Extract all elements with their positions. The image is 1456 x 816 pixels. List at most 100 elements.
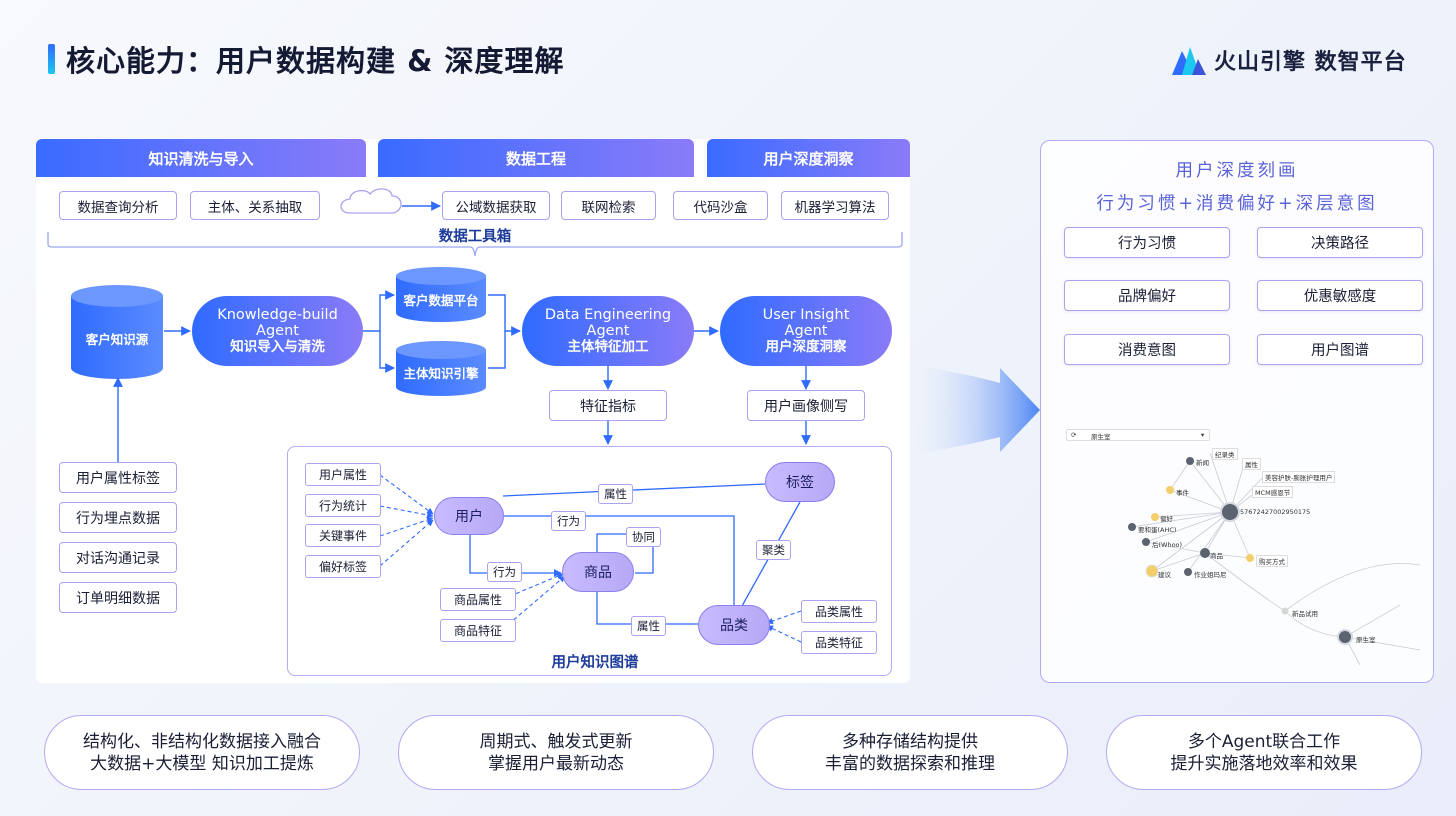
product-attr-property: 商品属性 [440, 588, 516, 611]
title-accent-bar [48, 44, 55, 74]
brand-logo: 火山引擎 数智平台 [1172, 44, 1407, 76]
product-attr-feature: 商品特征 [440, 619, 516, 642]
brand-name: 火山引擎 数智平台 [1214, 50, 1407, 75]
edge-label-behavior: 行为 [551, 511, 586, 531]
feature-storage-structures: 多种存储结构提供 丰富的数据探索和推理 [752, 715, 1068, 790]
insight-title: 用户深度刻画 [1175, 161, 1299, 181]
tool-ml-algorithm: 机器学习算法 [781, 191, 889, 220]
mini-graph-label: 属性 [1242, 458, 1261, 470]
agent-data-engineering: Data Engineering Agent 主体特征加工 [522, 296, 694, 366]
agent-desc: 主体特征加工 [567, 339, 649, 355]
trait-brand-preference: 品牌偏好 [1064, 280, 1230, 311]
mini-graph-label: 偏好 [1160, 515, 1173, 523]
database-icon [71, 285, 163, 379]
mini-graph-label: 购买方式 [1256, 555, 1288, 567]
category-attr-property: 品类属性 [801, 600, 877, 623]
feature-line: 提升实施落地效率和效果 [1170, 753, 1358, 774]
source-db-label: 客户知识源 [85, 332, 149, 347]
tool-code-sandbox: 代码沙盒 [673, 191, 768, 220]
refresh-icon: ⟳ [1071, 431, 1077, 439]
user-graph-visualization [1128, 452, 1421, 666]
feature-periodic-update: 周期式、触发式更新 掌握用户最新动态 [398, 715, 714, 790]
trait-coupon-sensitivity: 优惠敏感度 [1257, 280, 1423, 311]
store-cdp-label: 客户数据平台 [403, 293, 479, 308]
tool-public-data: 公域数据获取 [442, 191, 550, 220]
trait-user-graph: 用户图谱 [1257, 334, 1423, 365]
agent-suffix: Agent [784, 323, 828, 339]
tool-web-search: 联网检索 [561, 191, 656, 220]
feature-line: 大数据+大模型 知识加工提炼 [90, 753, 314, 774]
source-item-attributes: 用户属性标签 [59, 462, 177, 493]
edge-label-behavior: 行为 [487, 562, 522, 582]
cloud-icon [340, 188, 402, 214]
insight-subtitle: 行为习惯+消费偏好+深层意图 [1096, 194, 1378, 214]
graph-node-user: 用户 [434, 497, 504, 535]
database-icon [396, 341, 486, 396]
knowledge-graph-title: 用户知识图谱 [551, 655, 639, 671]
mini-graph-label: 美容护肤-膨胀护理用户 [1262, 471, 1336, 483]
mini-graph-label: 事件 [1176, 489, 1189, 497]
section-data-engineering: 数据工程 [378, 139, 694, 177]
edge-label-attribute: 属性 [631, 616, 666, 636]
edge-label-cluster: 聚类 [756, 540, 791, 560]
output-feature-metrics: 特征指标 [549, 390, 667, 421]
mini-graph-label: 建议 [1158, 571, 1171, 579]
agent-suffix: Agent [256, 323, 299, 339]
agent-name: Knowledge-build [217, 307, 338, 323]
trait-behavior-habit: 行为习惯 [1064, 227, 1230, 258]
user-attr-behavior-stats: 行为统计 [305, 494, 381, 517]
feature-line: 丰富的数据探索和推理 [825, 753, 995, 774]
feature-line: 掌握用户最新动态 [488, 753, 624, 774]
flow-arrow-icon [910, 365, 1040, 455]
store-knowledge-engine-label: 主体知识引擎 [403, 366, 479, 381]
page-title: 核心能力：用户数据构建 & 深度理解 [66, 44, 565, 78]
feature-line: 周期式、触发式更新 [479, 731, 633, 752]
user-attr-preference-tags: 偏好标签 [305, 555, 381, 578]
toolbox-label: 数据工具箱 [420, 225, 530, 246]
chevron-down-icon: ▾ [1201, 431, 1205, 439]
section-user-insight: 用户深度洞察 [707, 139, 910, 177]
search-value: 原生室 [1091, 433, 1111, 441]
graph-search-input[interactable]: ⟳ 原生室 ▾ [1066, 429, 1210, 441]
graph-node-tag: 标签 [765, 462, 835, 502]
source-item-orders: 订单明细数据 [59, 582, 177, 613]
mini-graph-label: 新闻 [1196, 459, 1209, 467]
agent-name: Data Engineering [544, 307, 672, 323]
mini-graph-label: 作业姐玛尼 [1194, 571, 1227, 579]
user-attr-key-events: 关键事件 [305, 524, 381, 547]
mini-graph-center-id: 57672427002950175 [1240, 508, 1311, 516]
mini-graph-label: 要和蛋(AHC) [1138, 526, 1177, 534]
trait-decision-path: 决策路径 [1257, 227, 1423, 258]
source-item-conversations: 对话沟通记录 [59, 542, 177, 573]
feature-data-fusion: 结构化、非结构化数据接入融合 大数据+大模型 知识加工提炼 [44, 715, 360, 790]
user-attr-property: 用户属性 [305, 463, 381, 486]
graph-node-category: 品类 [698, 605, 770, 645]
source-item-tracking: 行为埋点数据 [59, 502, 177, 533]
edge-label-collaboration: 协同 [626, 527, 661, 547]
agent-user-insight: User Insight Agent 用户深度洞察 [720, 296, 892, 366]
mini-graph-label: 纪录类 [1212, 448, 1238, 460]
agent-desc: 知识导入与清洗 [230, 339, 325, 355]
agent-desc: 用户深度洞察 [765, 339, 847, 355]
database-icon [396, 267, 486, 322]
mini-graph-label: MCM感恩节 [1252, 486, 1294, 498]
section-knowledge-cleaning: 知识清洗与导入 [36, 139, 366, 177]
tool-entity-extraction: 主体、关系抽取 [190, 191, 320, 220]
feature-multi-agent: 多个Agent联合工作 提升实施落地效率和效果 [1106, 715, 1422, 790]
mini-graph-label: 商品 [1210, 552, 1223, 560]
agent-knowledge-build: Knowledge-build Agent 知识导入与清洗 [192, 296, 363, 366]
edge-label-attribute: 属性 [598, 484, 633, 504]
mini-graph-label: 后(Whoo) [1152, 541, 1183, 549]
output-user-profile: 用户画像侧写 [747, 390, 865, 421]
volcano-logo-icon [1172, 47, 1206, 75]
graph-node-product: 商品 [562, 552, 634, 592]
agent-name: User Insight [762, 307, 850, 323]
feature-line: 多个Agent联合工作 [1187, 731, 1341, 752]
tool-data-query: 数据查询分析 [59, 191, 177, 220]
trait-consumption-intent: 消费意图 [1064, 334, 1230, 365]
category-attr-feature: 品类特征 [801, 631, 877, 654]
mini-graph-label: 原生室 [1356, 636, 1376, 644]
agent-suffix: Agent [586, 323, 630, 339]
feature-line: 结构化、非结构化数据接入融合 [83, 731, 321, 752]
